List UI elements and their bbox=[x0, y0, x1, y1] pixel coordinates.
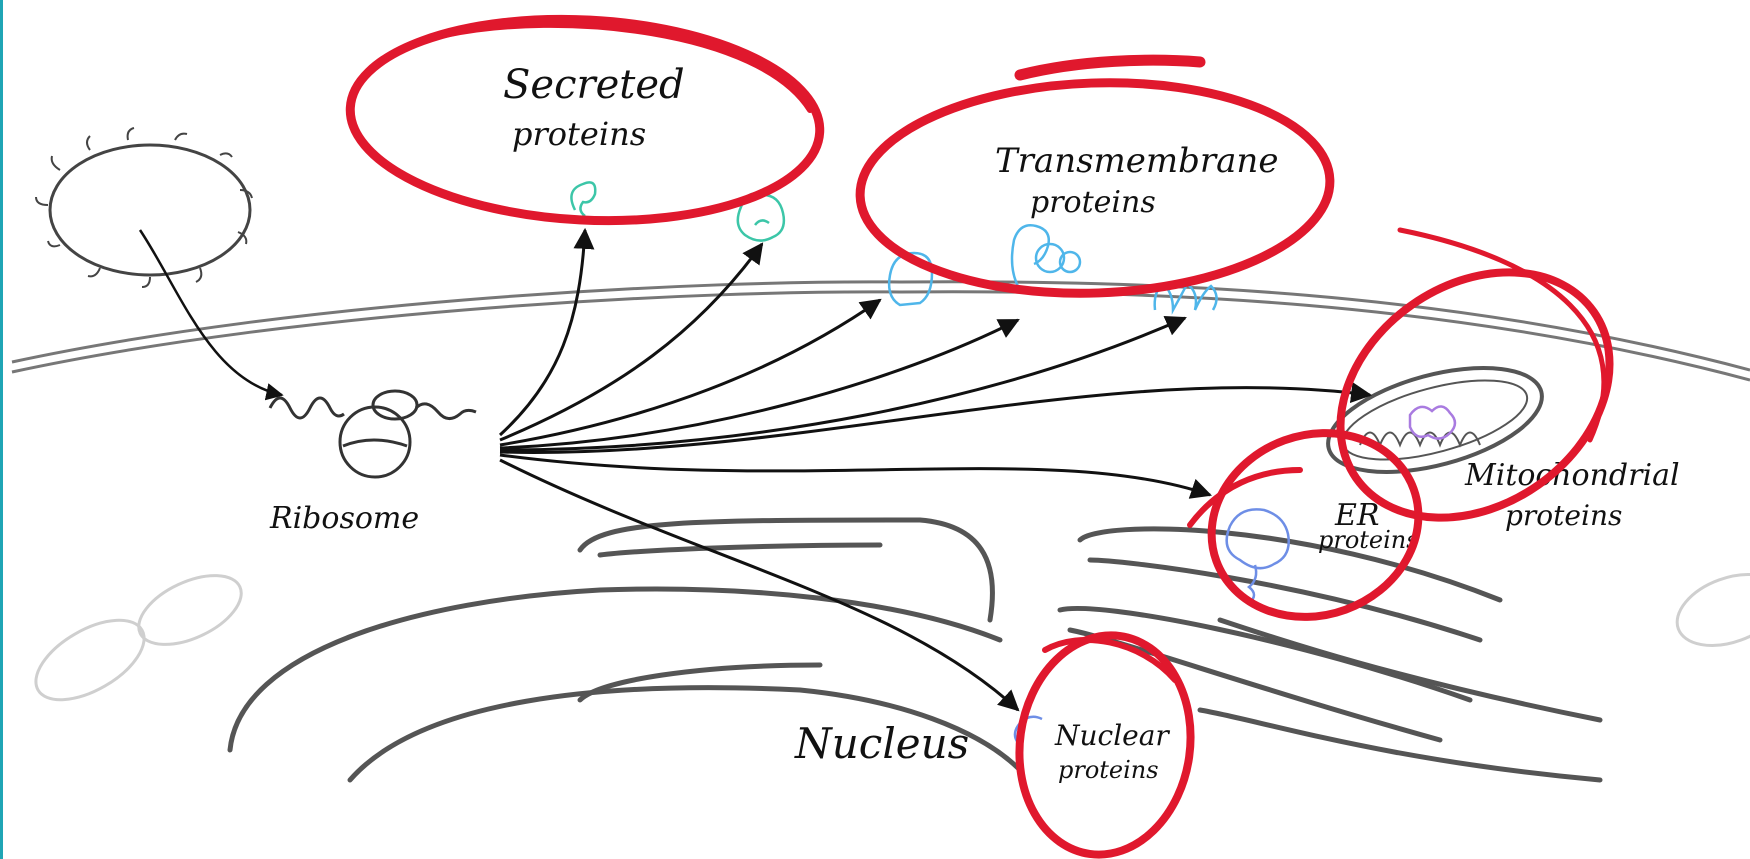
label-mitochondrial-line1: Mitochondrial bbox=[1464, 458, 1680, 493]
label-er-line2: proteins bbox=[1318, 526, 1419, 554]
label-er-line1: ER bbox=[1334, 498, 1380, 533]
er-protein bbox=[1225, 508, 1290, 604]
red-circle-nuclear bbox=[1015, 631, 1195, 859]
label-transmembrane-line1: Transmembrane bbox=[995, 141, 1278, 181]
plasma-membrane bbox=[11, 280, 1750, 382]
red-circle-er bbox=[1187, 429, 1423, 621]
secreted-protein-1 bbox=[570, 181, 597, 217]
transmembrane-protein-1 bbox=[887, 251, 934, 307]
nucleus-envelope bbox=[227, 517, 1023, 783]
arrow-to-transmembrane-1 bbox=[499, 298, 882, 447]
arrow-to-secreted-1 bbox=[498, 227, 595, 437]
label-transmembrane-line2: proteins bbox=[1030, 185, 1156, 220]
mito-protein bbox=[1408, 405, 1457, 440]
arrow-virus-to-ribosome bbox=[138, 229, 284, 401]
targeting-arrows bbox=[498, 227, 1373, 712]
transmembrane-protein-2 bbox=[1010, 224, 1082, 291]
label-nucleus: Nucleus bbox=[794, 719, 969, 768]
label-nuclear-line2: proteins bbox=[1058, 756, 1159, 784]
virus-particle bbox=[35, 127, 253, 288]
background-mitochondria bbox=[34, 573, 1750, 702]
arrow-to-secreted-2 bbox=[499, 242, 764, 442]
red-circle-transmembrane bbox=[855, 54, 1335, 298]
label-ribosome: Ribosome bbox=[269, 501, 419, 536]
arrow-to-mitochondrion bbox=[499, 382, 1373, 454]
secreted-protein-2 bbox=[736, 192, 786, 242]
left-edge-rule bbox=[0, 0, 3, 859]
arrow-to-nucleus bbox=[499, 458, 1020, 712]
red-circle-secreted bbox=[345, 14, 825, 226]
label-secreted-line1: Secreted bbox=[503, 62, 685, 108]
red-circle-mitochondrial bbox=[1336, 227, 1614, 522]
label-mitochondrial-line2: proteins bbox=[1505, 499, 1622, 532]
label-secreted-line2: proteins bbox=[512, 115, 646, 153]
red-annotations bbox=[345, 14, 1614, 859]
arrow-to-transmembrane-3 bbox=[499, 316, 1187, 452]
arrow-to-transmembrane-2 bbox=[499, 318, 1020, 450]
arrow-to-er bbox=[499, 453, 1212, 499]
label-nuclear-line1: Nuclear bbox=[1054, 719, 1170, 752]
ribosome-icon bbox=[268, 389, 477, 479]
